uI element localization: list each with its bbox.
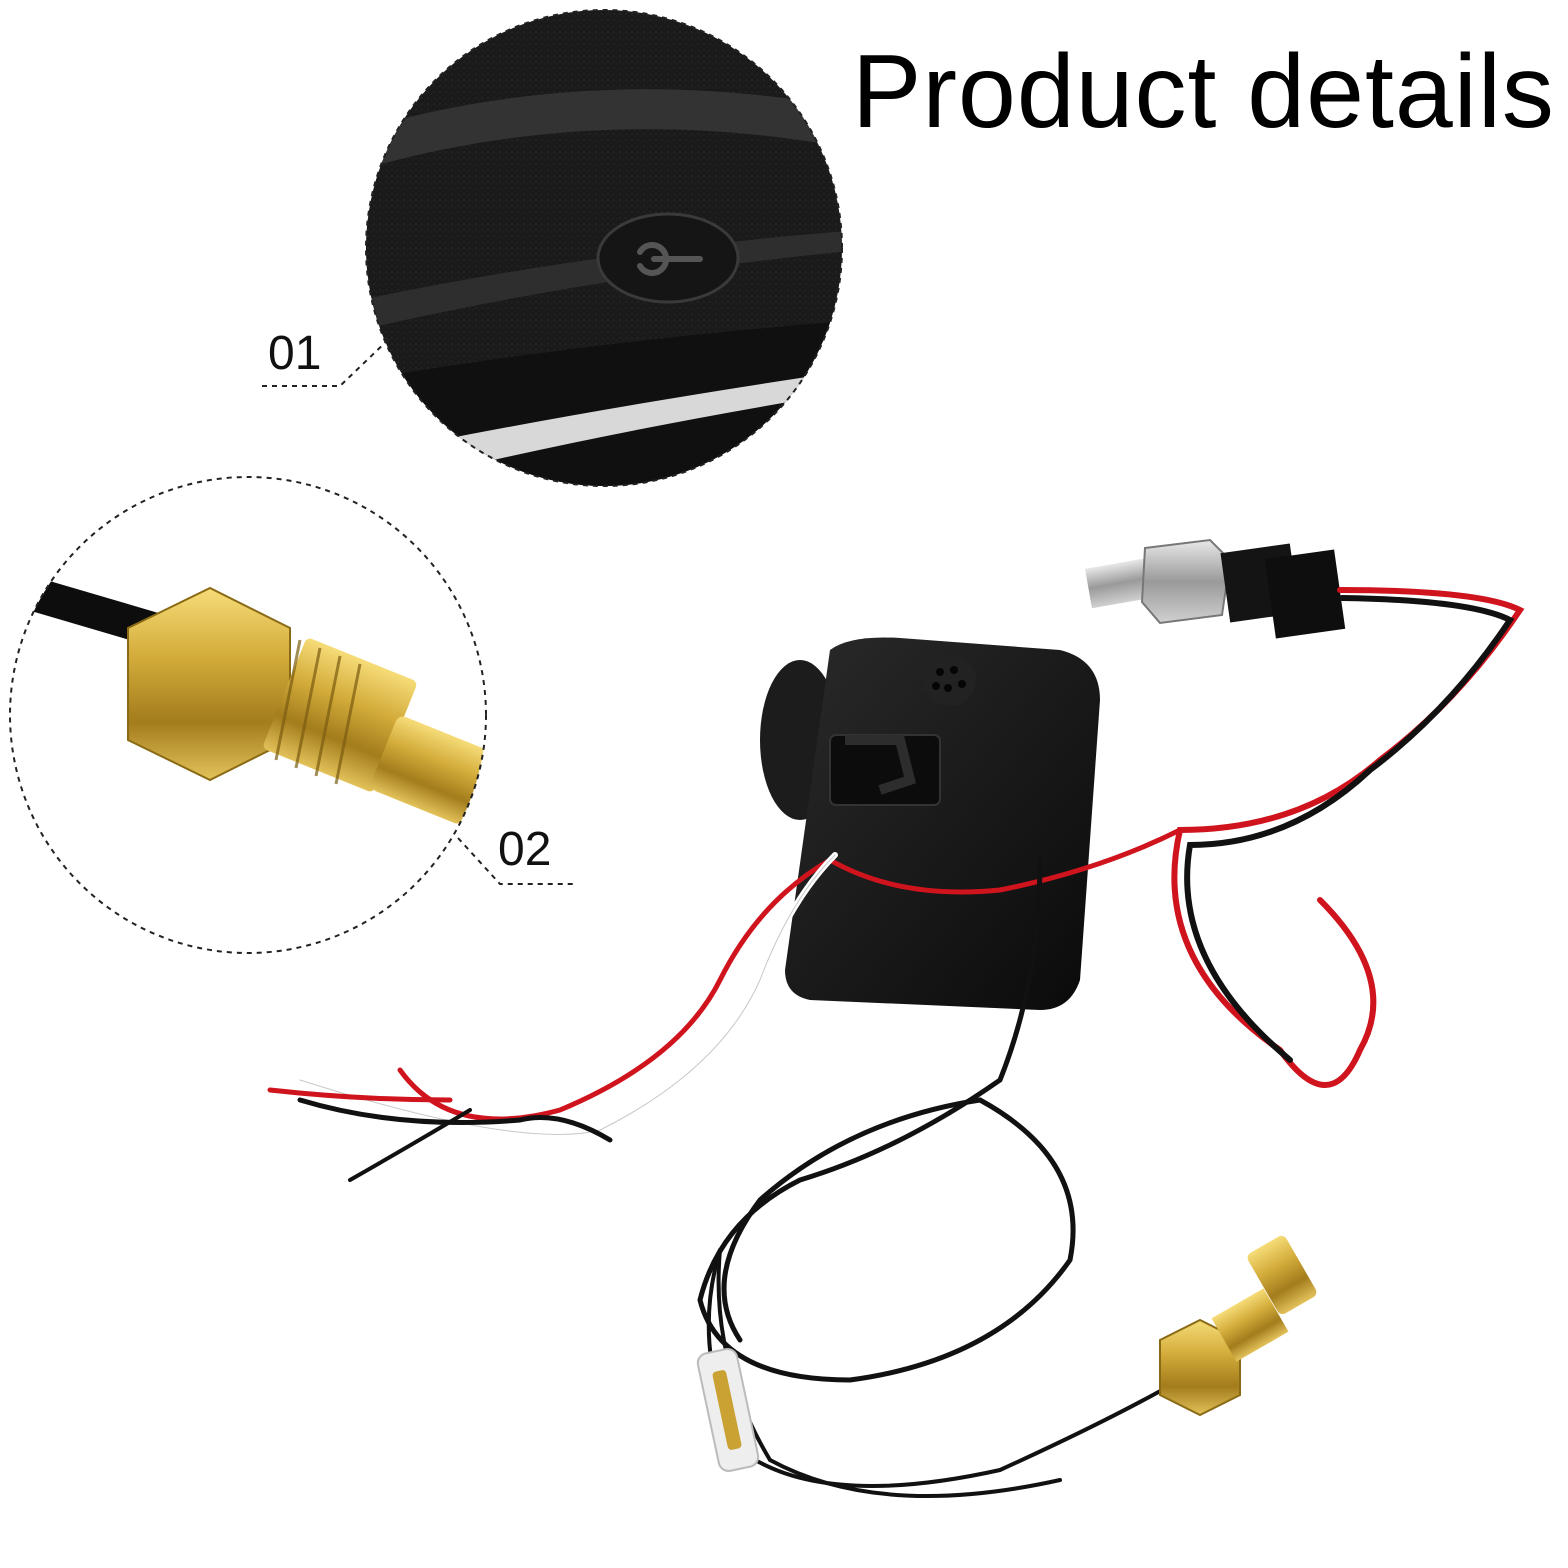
callout-label-01: 01 (268, 327, 322, 380)
callout-leader-02 (457, 837, 574, 885)
page-title: Product details (852, 34, 1555, 150)
crimp-connectors (696, 1348, 760, 1472)
wiring-harness (267, 587, 1525, 1498)
callout-circle-02 (9, 476, 487, 954)
callout-label-02: 02 (498, 823, 552, 876)
speaker-grille-icon (924, 654, 976, 706)
gauge-housing (760, 637, 1100, 1010)
callout-leader-01 (262, 337, 391, 387)
temperature-sensor (1159, 1235, 1317, 1417)
wrench-icon (637, 242, 703, 276)
callout-circle-01 (365, 9, 843, 487)
pressure-sensor (1085, 538, 1346, 639)
